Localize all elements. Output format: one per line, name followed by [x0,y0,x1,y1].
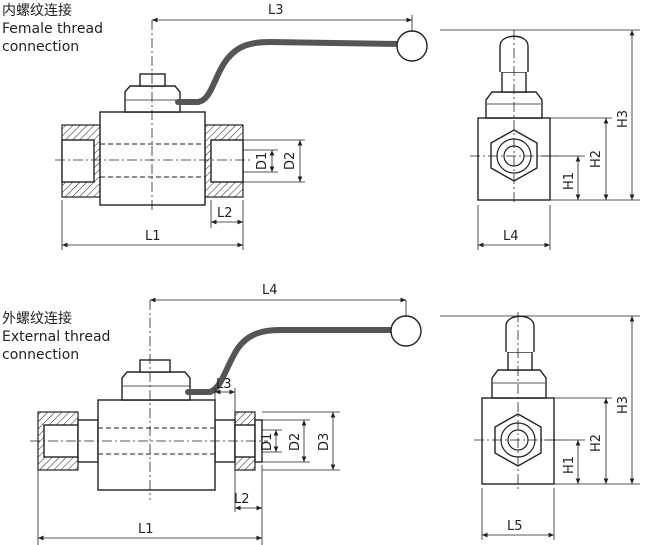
valve-bonnet [124,85,181,113]
dim-label-L4: L4 [503,229,519,244]
dim-label-H1: H1 [562,456,577,474]
dim-label-D1: D1 [260,433,275,451]
valve-body [97,399,216,491]
external-thread-caption: 外螺纹连接 External thread connection [2,310,110,364]
external-side-view: L5 H1 H2 H3 [440,312,640,540]
handle-knob [390,315,422,347]
dim-label-D3: D3 [317,433,332,451]
female-front-view: L3 L1 L2 D1 D2 [55,3,428,250]
dim-label-L2: L2 [234,492,250,507]
valve-body [99,111,206,206]
side-handle [505,315,535,352]
female-thread-caption: 内螺纹连接 Female thread connection [2,2,103,56]
dim-label-D2: D2 [288,433,303,451]
dim-label-L4: L4 [262,283,278,298]
dim-label-L2: L2 [217,206,233,221]
dim-label-L3: L3 [216,377,232,392]
valve-handle [185,327,398,395]
external-front-view: L4 L3 L2 L1 D1 D2 D3 [30,283,422,545]
caption-en-line1: External thread [2,329,111,345]
valve-handle [175,38,403,105]
stem-nut [139,359,171,373]
dim-label-H2: H2 [589,150,604,168]
caption-cn: 内螺纹连接 [2,3,72,19]
caption-en-line1: Female thread [2,21,103,37]
dim-label-H3: H3 [616,396,631,414]
dim-label-L3: L3 [268,3,284,18]
handle-knob [396,30,428,62]
dim-label-H3: H3 [616,110,631,128]
caption-en-line2: connection [2,347,80,363]
dim-label-D1: D1 [255,152,270,170]
dim-label-D2: D2 [283,152,298,170]
caption-en-line2: connection [2,39,80,55]
dim-label-L5: L5 [507,519,523,534]
stem-nut [139,73,166,87]
dim-label-H1: H1 [562,172,577,190]
female-side-view: L4 H1 H2 H3 [440,29,640,250]
dim-label-L1: L1 [145,229,161,244]
dim-label-L1: L1 [138,522,154,537]
caption-cn: 外螺纹连接 [2,311,72,327]
dim-label-H2: H2 [589,434,604,452]
